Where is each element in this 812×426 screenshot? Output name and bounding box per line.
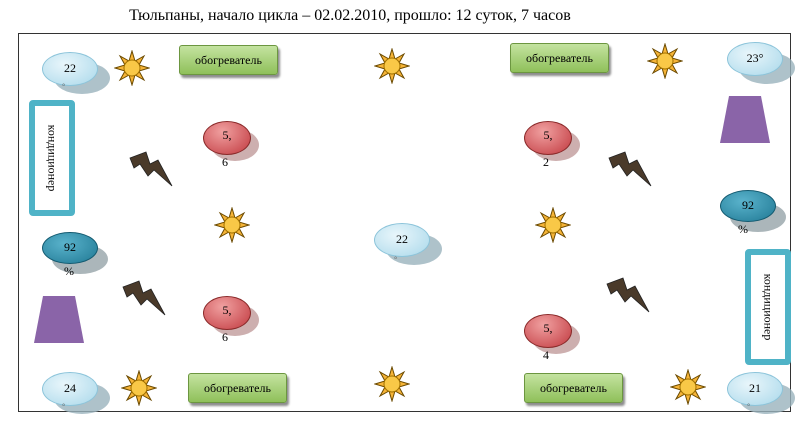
- temperature-value: 22: [396, 232, 408, 246]
- conditioner-left[interactable]: кондиционер: [29, 100, 75, 216]
- heater-label: обогреватель: [540, 380, 607, 395]
- plant-sub-value: 4: [543, 348, 549, 362]
- plant-value: 5,: [222, 303, 232, 317]
- plant-value: 5,: [222, 128, 232, 142]
- degree-sign: °: [62, 82, 66, 91]
- plant-value: 5,: [543, 321, 553, 335]
- conditioner-label: кондиционер: [761, 273, 776, 341]
- heater-label: обогреватель: [526, 50, 593, 65]
- sun-icon: [535, 207, 571, 243]
- heater-bottom-left[interactable]: обогреватель: [188, 373, 287, 403]
- degree-sign: °: [747, 402, 751, 411]
- percent-sign: %: [738, 222, 748, 236]
- plant-sub-value: 2: [543, 155, 549, 169]
- page-title: Тюльпаны, начало цикла – 02.02.2010, про…: [129, 7, 571, 24]
- heater-label: обогреватель: [204, 380, 271, 395]
- heater-label: обогреватель: [195, 52, 262, 67]
- lightning-icon: [122, 280, 166, 316]
- greenhouse-frame: [18, 33, 791, 412]
- sun-icon: [121, 370, 157, 406]
- degree-sign: °: [394, 255, 398, 264]
- conditioner-label: кондиционер: [45, 124, 60, 192]
- plant-value: 5,: [543, 128, 553, 142]
- heater-bottom-right[interactable]: обогреватель: [524, 373, 623, 403]
- plant-sub-value: 6: [222, 330, 228, 344]
- humidity-value: 92: [64, 240, 76, 254]
- sun-icon: [114, 50, 150, 86]
- sun-icon: [670, 369, 706, 405]
- sun-icon: [374, 48, 410, 84]
- temperature-value: 24: [64, 381, 76, 395]
- sun-icon: [374, 366, 410, 402]
- temperature-value: 22: [64, 61, 76, 75]
- temperature-value: 23°: [746, 51, 764, 65]
- lightning-icon: [129, 151, 173, 187]
- conditioner-right[interactable]: кондиционер: [745, 249, 791, 365]
- heater-top-right[interactable]: обогреватель: [510, 43, 609, 73]
- lightning-icon: [606, 277, 650, 313]
- sun-icon: [647, 43, 683, 79]
- percent-sign: %: [64, 264, 74, 278]
- sun-icon: [214, 207, 250, 243]
- degree-sign: °: [62, 402, 66, 411]
- plant-sub-value: 6: [222, 155, 228, 169]
- trapezoid-icon: [34, 296, 84, 343]
- lightning-icon: [608, 151, 652, 187]
- humidity-value: 92: [742, 198, 754, 212]
- temperature-value: 21: [749, 381, 761, 395]
- heater-top-left[interactable]: обогреватель: [179, 45, 278, 75]
- trapezoid-icon: [720, 96, 770, 143]
